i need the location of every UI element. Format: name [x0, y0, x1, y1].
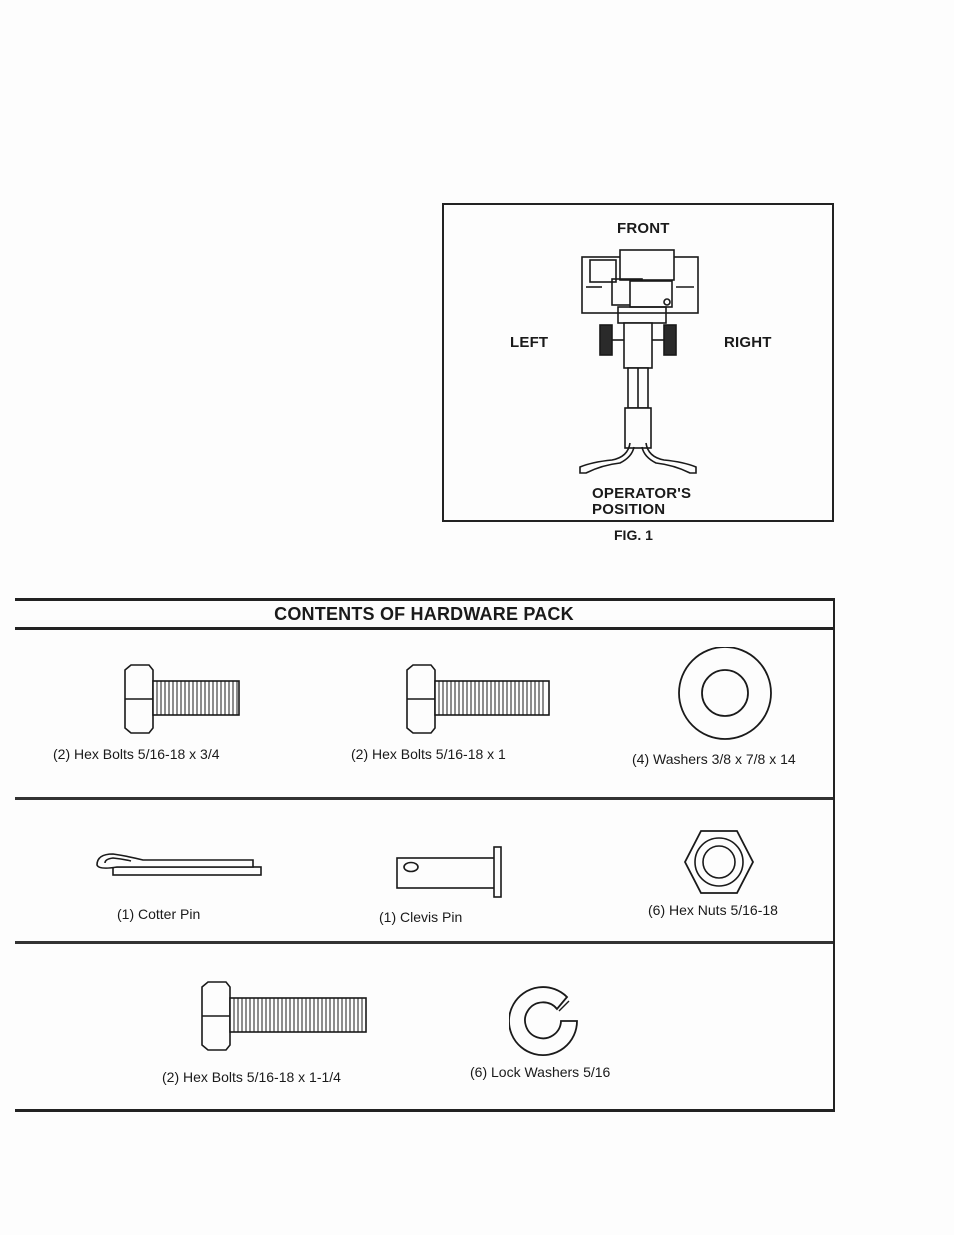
- row-divider: [15, 941, 833, 944]
- hardware-pack-title: CONTENTS OF HARDWARE PACK: [15, 601, 833, 630]
- operator-position-label: OPERATOR'S POSITION: [592, 486, 691, 518]
- hardware-pack-table: CONTENTS OF HARDWARE PACK (2) Hex Bolts …: [15, 598, 835, 1112]
- hex-bolt-1-1-4-icon: [200, 981, 370, 1051]
- item-label: (2) Hex Bolts 5/16-18 x 1-1/4: [162, 1069, 341, 1085]
- item-label: (2) Hex Bolts 5/16-18 x 1: [351, 746, 506, 762]
- row-divider: [15, 797, 833, 800]
- flat-washer-icon: [675, 647, 775, 747]
- lock-washer-icon: [509, 983, 585, 1059]
- hex-nut-icon: [683, 829, 755, 895]
- figure-caption: FIG. 1: [614, 527, 653, 543]
- item-label: (1) Cotter Pin: [117, 906, 200, 922]
- cotter-pin-icon: [93, 850, 265, 884]
- item-label: (6) Lock Washers 5/16: [470, 1064, 610, 1080]
- operator-label-line2: POSITION: [592, 501, 665, 518]
- item-label: (1) Clevis Pin: [379, 909, 462, 925]
- right-label: RIGHT: [724, 334, 772, 351]
- item-label: (4) Washers 3/8 x 7/8 x 14: [632, 751, 796, 767]
- tiller-top-view-drawing: [572, 245, 702, 480]
- item-label: (6) Hex Nuts 5/16-18: [648, 902, 778, 918]
- left-label: LEFT: [510, 334, 548, 351]
- figure-1-frame: FRONT LEFT RIGHT OPERATOR'S POSITION: [442, 203, 834, 522]
- operator-label-line1: OPERATOR'S: [592, 485, 691, 502]
- front-label: FRONT: [617, 220, 670, 237]
- hex-bolt-1-icon: [405, 664, 555, 734]
- hex-bolt-3-4-icon: [123, 664, 243, 734]
- clevis-pin-icon: [395, 846, 507, 902]
- item-label: (2) Hex Bolts 5/16-18 x 3/4: [53, 746, 220, 762]
